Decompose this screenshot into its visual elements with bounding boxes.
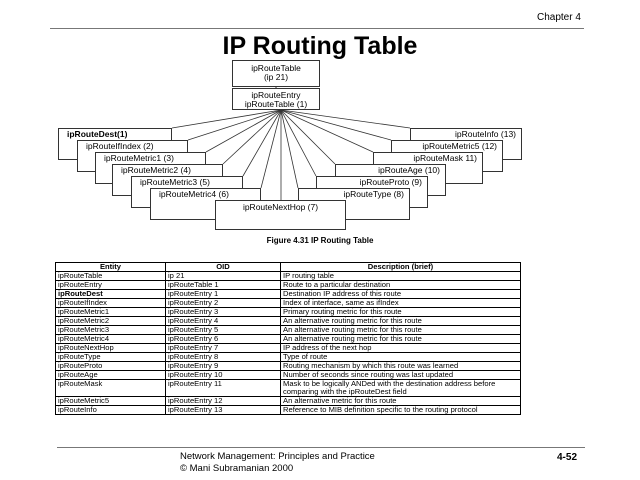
oid-cell: ipRouteEntry 13 — [165, 405, 281, 415]
description-cell: Type of route — [280, 352, 521, 362]
connector-line — [260, 109, 282, 189]
connector-line — [205, 109, 282, 153]
connector-line — [187, 109, 282, 141]
connector-line — [280, 109, 299, 189]
routing-table: Entity OID Description (brief) ipRouteTa… — [55, 262, 521, 415]
column-header-description: Description (brief) — [280, 262, 521, 272]
connector-line — [222, 109, 282, 165]
description-cell: Mask to be logically ANDed with the dest… — [280, 379, 521, 397]
description-cell: IP routing table — [280, 271, 521, 281]
top-divider — [50, 28, 584, 29]
description-cell: An alternative metric for this route — [280, 396, 521, 406]
node-iprouteentry: ipRouteEntry ipRouteTable (1) — [232, 88, 320, 110]
node-iproutemetric4: ipRouteMetric4 (6) — [150, 188, 261, 220]
bottom-divider — [57, 447, 585, 448]
chapter-label: Chapter 4 — [537, 12, 581, 23]
table-header-row: Entity OID Description (brief) — [55, 262, 521, 272]
node-iproutenexthop: ipRouteNextHop (7) — [215, 200, 346, 230]
description-cell: IP address of the next hop — [280, 343, 521, 353]
oid-cell: ipRouteEntry 11 — [165, 379, 281, 397]
connector-line — [280, 109, 392, 141]
node-sublabel: ipRouteTable (1) — [244, 99, 308, 109]
connector-line — [280, 109, 411, 129]
description-cell: Destination IP address of this route — [280, 289, 521, 299]
description-cell: Reference to MIB definition specific to … — [280, 405, 521, 415]
description-cell: Primary routing metric for this route — [280, 307, 521, 317]
description-cell: Number of seconds since routing was last… — [280, 370, 521, 380]
node-label: ipRouteEntry — [251, 90, 301, 100]
footer-book-title: Network Management: Principles and Pract… — [180, 451, 375, 462]
description-cell: An alternative routing metric for this r… — [280, 334, 521, 344]
description-cell: An alternative routing metric for this r… — [280, 325, 521, 335]
description-cell: An alternative routing metric for this r… — [280, 316, 521, 326]
entity-cell: ipRouteInfo — [55, 405, 166, 415]
page-number: 4-52 — [557, 452, 578, 463]
figure-caption: Figure 4.31 IP Routing Table — [266, 236, 374, 245]
connector-line — [280, 109, 336, 165]
description-cell: Route to a particular destination — [280, 280, 521, 290]
connector-line — [171, 109, 282, 129]
node-sublabel: (ip 21) — [263, 72, 289, 82]
footer-copyright: © Mani Subramanian 2000 — [180, 463, 294, 474]
node-iproutetable: ipRouteTable (ip 21) — [232, 60, 320, 87]
slide-title: IP Routing Table — [222, 32, 418, 60]
description-cell: Routing mechanism by which this route wa… — [280, 361, 521, 371]
node-label: ipRouteTable — [251, 63, 301, 73]
entity-cell: ipRouteMask — [55, 379, 166, 397]
connector-line — [280, 109, 317, 177]
connector-line — [280, 109, 374, 153]
connector-line — [242, 109, 282, 177]
description-cell: Index of interface, same as ifIndex — [280, 298, 521, 308]
